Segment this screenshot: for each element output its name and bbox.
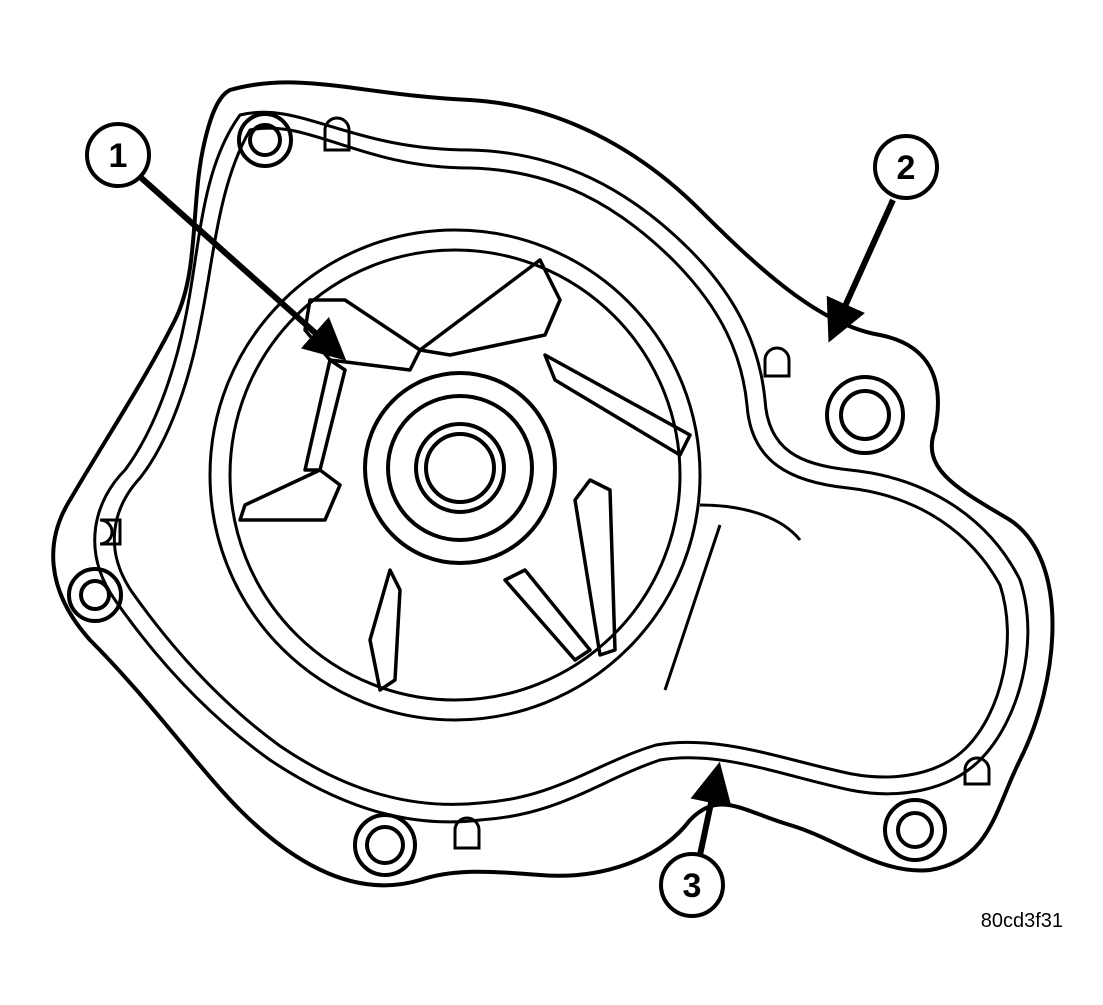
bolt-hole-bottom-left [353, 813, 417, 877]
callout-2-label: 2 [897, 149, 916, 187]
callout-2-leader [826, 198, 896, 343]
callout-3-leader [690, 761, 732, 856]
callout-1-leader [136, 172, 347, 361]
bolt-hole-top-left [237, 112, 293, 168]
mounting-bolt-holes [67, 112, 947, 877]
impeller-hub [363, 371, 557, 565]
callout-2-circle [873, 134, 939, 200]
bolt-hole-right [825, 375, 905, 455]
bolt-hole-left [67, 567, 123, 623]
gasket-groove [93, 110, 1030, 824]
callout-1: 1 [85, 122, 347, 361]
impeller-chamber [208, 228, 802, 722]
figure-code: 80cd3f31 [980, 910, 1063, 932]
pump-housing-flange [51, 80, 1055, 888]
callout-3-label: 3 [683, 867, 702, 905]
bolt-hole-bottom-right [883, 798, 947, 862]
locating-notches [99, 116, 991, 850]
callout-1-label: 1 [109, 137, 128, 175]
impeller [238, 258, 692, 692]
callout-1-circle [85, 122, 151, 188]
callout-3-circle [659, 852, 725, 918]
callout-3: 3 [659, 761, 732, 918]
callout-2: 2 [826, 134, 939, 343]
